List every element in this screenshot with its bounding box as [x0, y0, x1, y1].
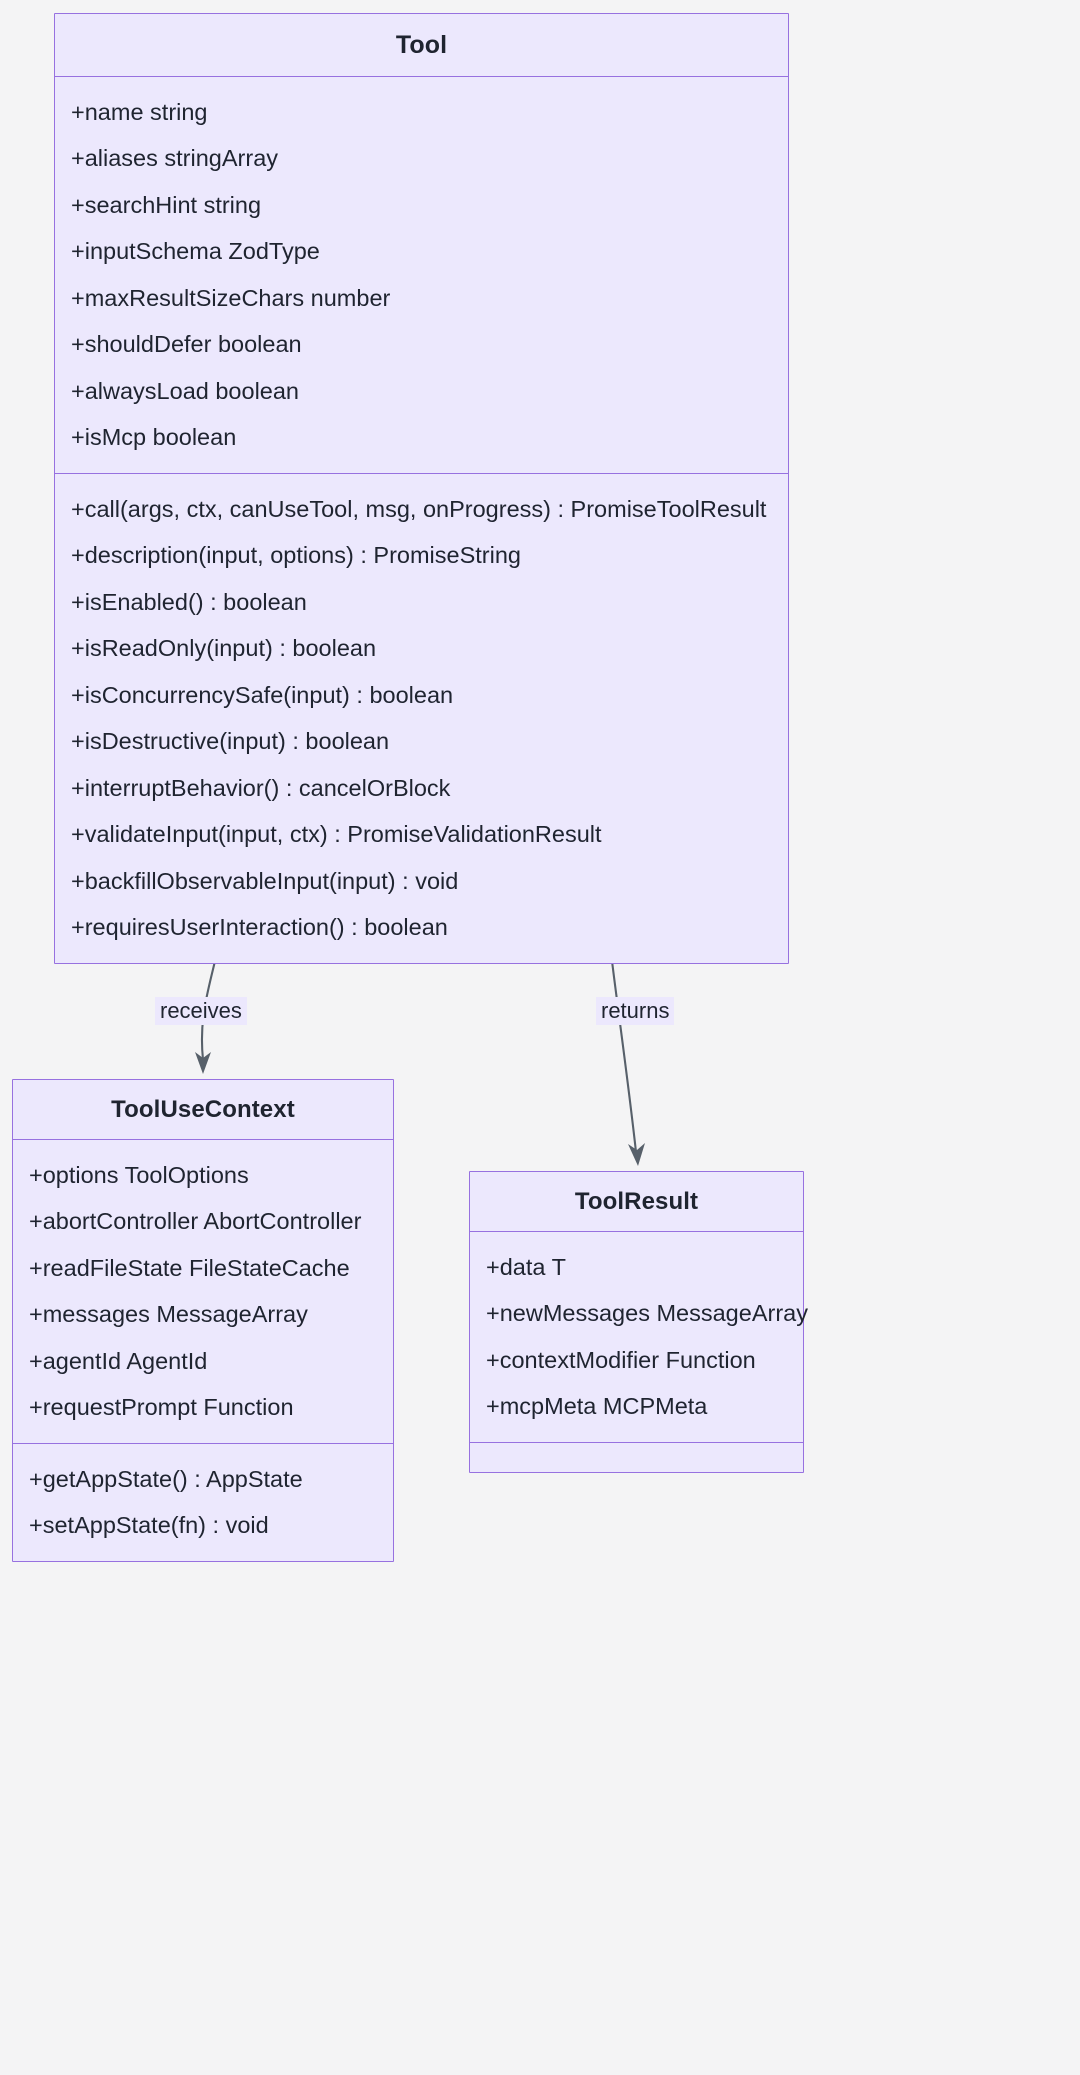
attribute-row: +contextModifier Function	[486, 1346, 756, 1373]
attribute-row: +name string	[71, 98, 208, 125]
attribute-row: +alwaysLoad boolean	[71, 377, 300, 404]
method-row: +isDestructive(input) : boolean	[71, 728, 390, 754]
class-title-tool-use-context: ToolUseContext	[13, 1080, 393, 1140]
attribute-row: +inputSchema ZodType	[71, 238, 320, 264]
class-title-tool-result: ToolResult	[470, 1172, 803, 1232]
method-row: +interruptBehavior() : cancelOrBlock	[71, 774, 451, 801]
class-box-tool[interactable]: Tool +name string +aliases stringArray +…	[54, 13, 789, 964]
attribute-row: +aliases stringArray	[71, 145, 279, 171]
class-attributes-tool-use-context: +options ToolOptions +abortController Ab…	[13, 1140, 393, 1443]
method-row: +backfillObservableInput(input) : void	[71, 867, 459, 894]
class-box-tool-result[interactable]: ToolResult +data T +newMessages MessageA…	[469, 1171, 808, 1473]
edge-label-returns: returns	[596, 997, 675, 1025]
attribute-row: +data T	[486, 1253, 566, 1280]
attribute-row: +searchHint string	[71, 191, 262, 218]
method-row: +description(input, options) : PromiseSt…	[71, 542, 521, 568]
method-row: +validateInput(input, ctx) : PromiseVali…	[71, 821, 602, 847]
method-row: +requiresUserInteraction() : boolean	[71, 914, 448, 940]
method-row: +call(args, ctx, canUseTool, msg, onProg…	[71, 495, 767, 522]
attribute-row: +agentId AgentId	[29, 1347, 208, 1374]
attribute-row: +abortController AbortController	[29, 1208, 362, 1234]
class-box-tool-use-context[interactable]: ToolUseContext +options ToolOptions +abo…	[12, 1079, 394, 1562]
method-row: +isConcurrencySafe(input) : boolean	[71, 681, 454, 708]
edge-returns-path	[610, 960, 638, 1153]
class-attributes-tool-result: +data T +newMessages MessageArray +conte…	[470, 1232, 808, 1442]
class-attributes-tool: +name string +aliases stringArray +searc…	[55, 77, 788, 473]
attribute-row: +maxResultSizeChars number	[71, 284, 391, 311]
attribute-row: +newMessages MessageArray	[486, 1300, 808, 1326]
class-methods-tool-use-context: +getAppState() : AppState +setAppState(f…	[13, 1443, 393, 1561]
class-title-tool: Tool	[55, 14, 788, 77]
attribute-row: +messages MessageArray	[29, 1301, 308, 1327]
attribute-row: +shouldDefer boolean	[71, 331, 302, 357]
attribute-row: +mcpMeta MCPMeta	[486, 1393, 708, 1419]
method-row: +setAppState(fn) : void	[29, 1512, 269, 1538]
class-methods-tool: +call(args, ctx, canUseTool, msg, onProg…	[55, 473, 788, 963]
edge-label-receives: receives	[155, 997, 247, 1025]
edge-receives-arrowhead	[195, 1052, 211, 1074]
edge-returns	[610, 960, 645, 1166]
method-row: +isEnabled() : boolean	[71, 588, 307, 615]
edge-returns-arrowhead	[628, 1143, 645, 1166]
attribute-row: +options ToolOptions	[29, 1161, 249, 1188]
method-row: +isReadOnly(input) : boolean	[71, 635, 377, 661]
attribute-row: +requestPrompt Function	[29, 1394, 294, 1420]
method-row: +getAppState() : AppState	[29, 1465, 303, 1492]
attribute-row: +readFileState FileStateCache	[29, 1254, 350, 1281]
class-methods-tool-result	[470, 1442, 803, 1472]
attribute-row: +isMcp boolean	[71, 424, 237, 450]
